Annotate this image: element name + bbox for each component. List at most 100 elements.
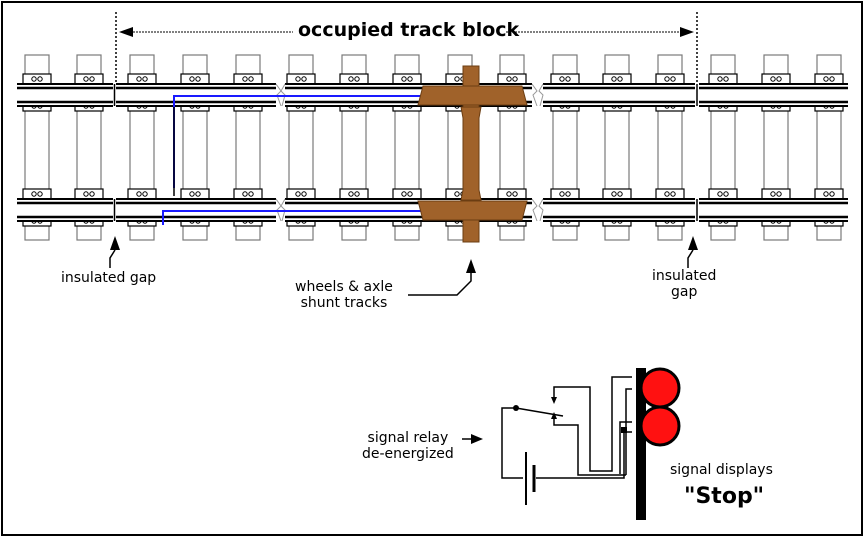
spike-icon xyxy=(242,76,248,82)
tie-plate xyxy=(761,73,791,85)
spike-icon xyxy=(295,76,301,82)
tie-plate xyxy=(233,188,263,200)
rail-body xyxy=(543,84,695,106)
tie-plate xyxy=(339,73,369,85)
signal-displays-label: signal displays xyxy=(670,462,773,478)
spike-icon xyxy=(770,76,776,82)
tie-plate xyxy=(602,188,632,200)
spike-icon xyxy=(142,76,148,82)
spike-icon xyxy=(717,191,723,197)
rail-break-icon xyxy=(531,83,538,107)
rail-body xyxy=(543,199,695,221)
spike-icon xyxy=(512,76,518,82)
spike-icon xyxy=(506,191,512,197)
occupied-block-marker xyxy=(115,12,698,84)
spike-icon xyxy=(823,76,829,82)
arrow-up-icon xyxy=(688,236,698,250)
rail-break-icon xyxy=(531,198,538,222)
spike-icon xyxy=(189,191,195,197)
spike-icon xyxy=(407,191,413,197)
rail-break-icon xyxy=(275,83,282,107)
tie-plate xyxy=(550,188,580,200)
axle xyxy=(460,106,482,201)
insulated-gap-right-label: insulated gap xyxy=(652,268,716,300)
wheels-axle-line2: shunt tracks xyxy=(300,295,388,312)
tie-plate xyxy=(339,188,369,200)
tie-plate xyxy=(814,188,844,200)
tie-plate xyxy=(286,73,316,85)
tie-plate xyxy=(233,73,263,85)
spike-icon xyxy=(565,76,571,82)
spike-icon xyxy=(354,76,360,82)
spike-icon xyxy=(454,191,460,197)
spike-icon xyxy=(723,76,729,82)
tie-plate xyxy=(814,73,844,85)
spike-icon xyxy=(295,191,301,197)
spike-icon xyxy=(670,191,676,197)
spike-icon xyxy=(611,191,617,197)
spike-icon xyxy=(195,76,201,82)
insulated-gap-left-label: insulated gap xyxy=(61,270,157,286)
spike-icon xyxy=(559,76,565,82)
tie-plate xyxy=(180,188,210,200)
pointer-insulated-gap-left xyxy=(109,249,116,268)
spike-icon xyxy=(83,76,89,82)
spike-icon xyxy=(829,76,835,82)
lamp-return-lower xyxy=(619,421,632,474)
tie-plate xyxy=(708,73,738,85)
rail-body xyxy=(17,199,113,221)
tie-plate xyxy=(286,188,316,200)
spike-icon xyxy=(512,191,518,197)
spike-icon xyxy=(31,191,37,197)
spike-icon xyxy=(142,191,148,197)
spike-icon xyxy=(242,191,248,197)
spike-icon xyxy=(401,191,407,197)
spike-icon xyxy=(776,191,782,197)
spike-icon xyxy=(89,191,95,197)
rail-break-icon xyxy=(275,198,282,222)
spike-icon xyxy=(83,191,89,197)
spike-icon xyxy=(664,191,670,197)
spike-icon xyxy=(248,76,254,82)
spike-icon xyxy=(354,191,360,197)
junction xyxy=(621,427,627,433)
spike-icon xyxy=(823,191,829,197)
tie-plate xyxy=(497,188,527,200)
signal-relay-circuit xyxy=(501,376,632,505)
spike-icon xyxy=(723,191,729,197)
tie-plate xyxy=(550,73,580,85)
relay-contact-upper xyxy=(551,397,557,404)
spike-icon xyxy=(670,76,676,82)
wheelset xyxy=(417,65,528,243)
tie-plate xyxy=(127,73,157,85)
arrow-up-icon xyxy=(110,236,120,250)
tie-plate xyxy=(602,73,632,85)
arrow-right-icon xyxy=(471,434,483,444)
spike-icon xyxy=(559,191,565,197)
tie-plate xyxy=(392,188,422,200)
spike-icon xyxy=(776,76,782,82)
arrow-left-icon xyxy=(119,27,133,37)
spike-icon xyxy=(89,76,95,82)
tie-plate xyxy=(655,188,685,200)
tie-plate xyxy=(22,73,52,85)
spike-icon xyxy=(348,191,354,197)
wheels-axle-label: wheels & axle shunt tracks xyxy=(295,279,393,311)
spike-icon xyxy=(454,76,460,82)
wheel-bottom xyxy=(417,200,528,221)
rail-break-icon xyxy=(538,83,544,107)
upper-lamp xyxy=(639,367,681,409)
tie-plate xyxy=(74,188,104,200)
battery-lead-left xyxy=(501,407,523,479)
tie-plate xyxy=(127,188,157,200)
spike-icon xyxy=(136,76,142,82)
lamp-return-upper xyxy=(625,388,632,475)
tie-plate xyxy=(497,73,527,85)
rail-break-icon xyxy=(280,83,286,107)
spike-icon xyxy=(31,76,37,82)
spike-icon xyxy=(189,76,195,82)
spike-icon xyxy=(348,76,354,82)
rail-body xyxy=(17,84,113,106)
